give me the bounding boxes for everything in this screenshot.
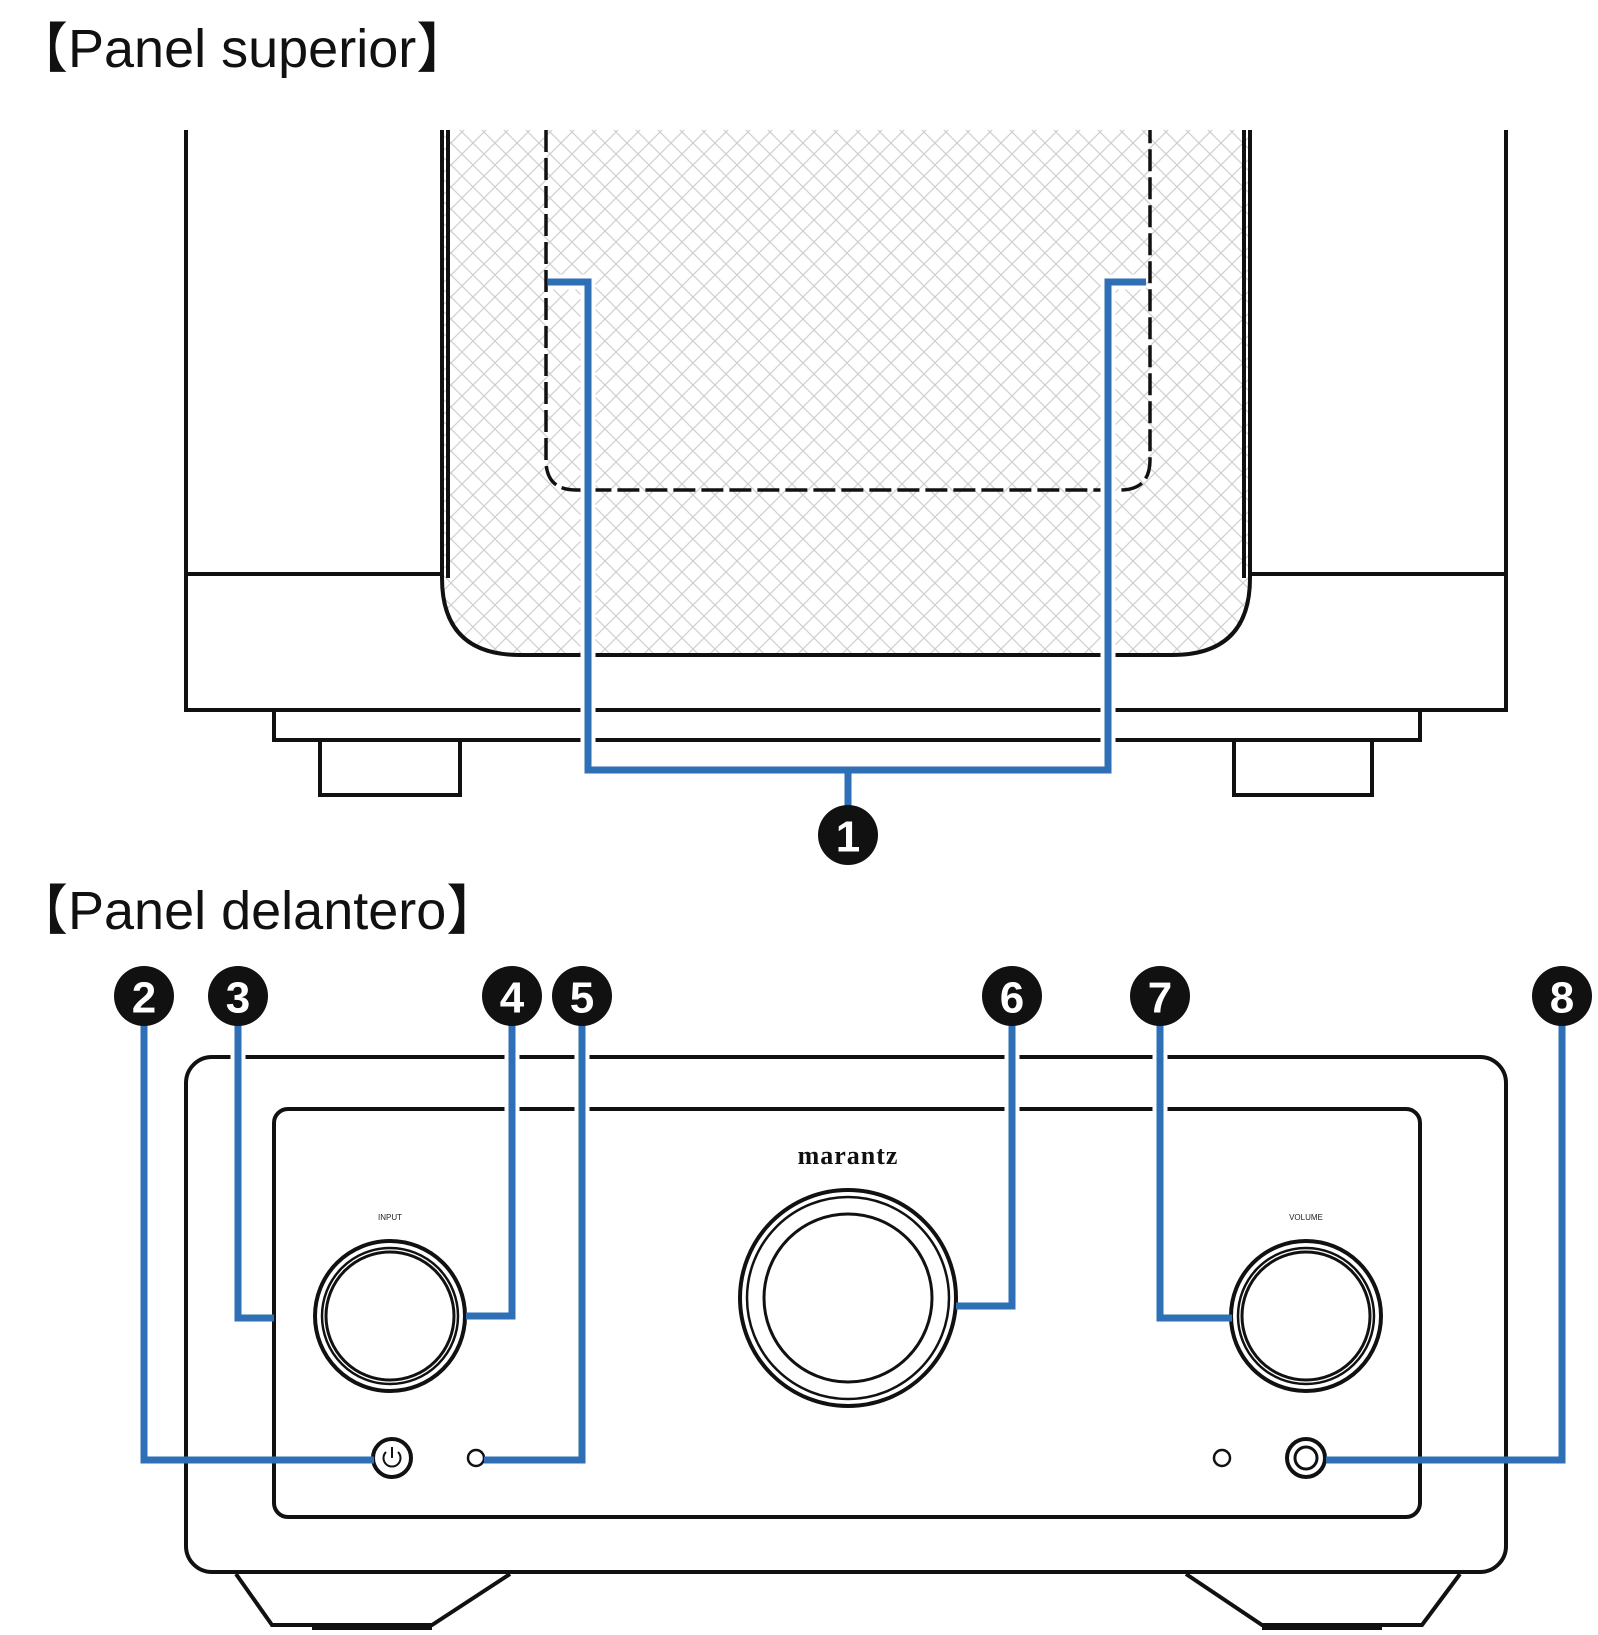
power-button[interactable] [371, 1437, 413, 1479]
callout-2: 2 [114, 966, 174, 1026]
marantz-logo: marantz [798, 1141, 899, 1170]
leader-line-7 [1156, 1024, 1232, 1322]
power-indicator [466, 1448, 486, 1468]
top-inner-window [544, 130, 1152, 492]
front-panel-title: 【Panel delantero】 [14, 881, 501, 941]
leader-gaps-front [136, 1040, 1570, 1125]
top-body-outline [184, 130, 1508, 712]
callout-6-number: 6 [1000, 974, 1024, 1023]
top-mesh-panel [442, 130, 1250, 655]
top-panel-drawing [184, 130, 1508, 808]
volume-knob-label: VOLUME [1289, 1213, 1323, 1222]
input-knob[interactable] [313, 1239, 467, 1393]
callout-4: 4 [482, 966, 542, 1026]
callout-3: 3 [208, 966, 268, 1026]
callout-2-number: 2 [132, 974, 156, 1023]
callout-7-number: 7 [1148, 974, 1172, 1023]
leader-line-5 [484, 1024, 586, 1464]
leader-line-4 [466, 1024, 516, 1320]
callout-5: 5 [552, 966, 612, 1026]
leader-line-6 [956, 1024, 1016, 1310]
callout-5-number: 5 [570, 974, 594, 1023]
volume-knob[interactable] [1229, 1239, 1383, 1393]
callout-8-number: 8 [1550, 974, 1574, 1023]
front-foot-left [234, 1572, 512, 1627]
top-foot-right [1232, 742, 1374, 797]
front-chassis-outline [184, 1055, 1508, 1574]
callout-1-number: 1 [836, 813, 860, 862]
callout-3-number: 3 [226, 974, 250, 1023]
top-panel-title: 【Panel superior】 [14, 19, 471, 79]
callout-4-number: 4 [500, 974, 525, 1023]
leader-line-3 [234, 1024, 274, 1322]
top-base-plate [272, 712, 1422, 742]
input-knob-label: INPUT [378, 1213, 402, 1222]
center-display-dial [738, 1188, 958, 1408]
top-foot-left [318, 742, 462, 797]
top-mesh-panel-border [440, 130, 1252, 657]
callout-7: 7 [1130, 966, 1190, 1026]
front-faceplate [272, 1107, 1422, 1519]
leader-line-8 [1326, 1024, 1566, 1464]
front-foot-right [1184, 1572, 1462, 1627]
callout-6: 6 [982, 966, 1042, 1026]
remote-sensor [1212, 1448, 1232, 1468]
callout-1: 1 [818, 805, 878, 865]
power-icon [382, 1447, 402, 1468]
leader-line-2 [140, 1024, 374, 1464]
headphones-jack[interactable] [1285, 1437, 1327, 1479]
front-panel-drawing: marantz INPUT VOLUME [136, 1024, 1570, 1630]
callout-8: 8 [1532, 966, 1592, 1026]
